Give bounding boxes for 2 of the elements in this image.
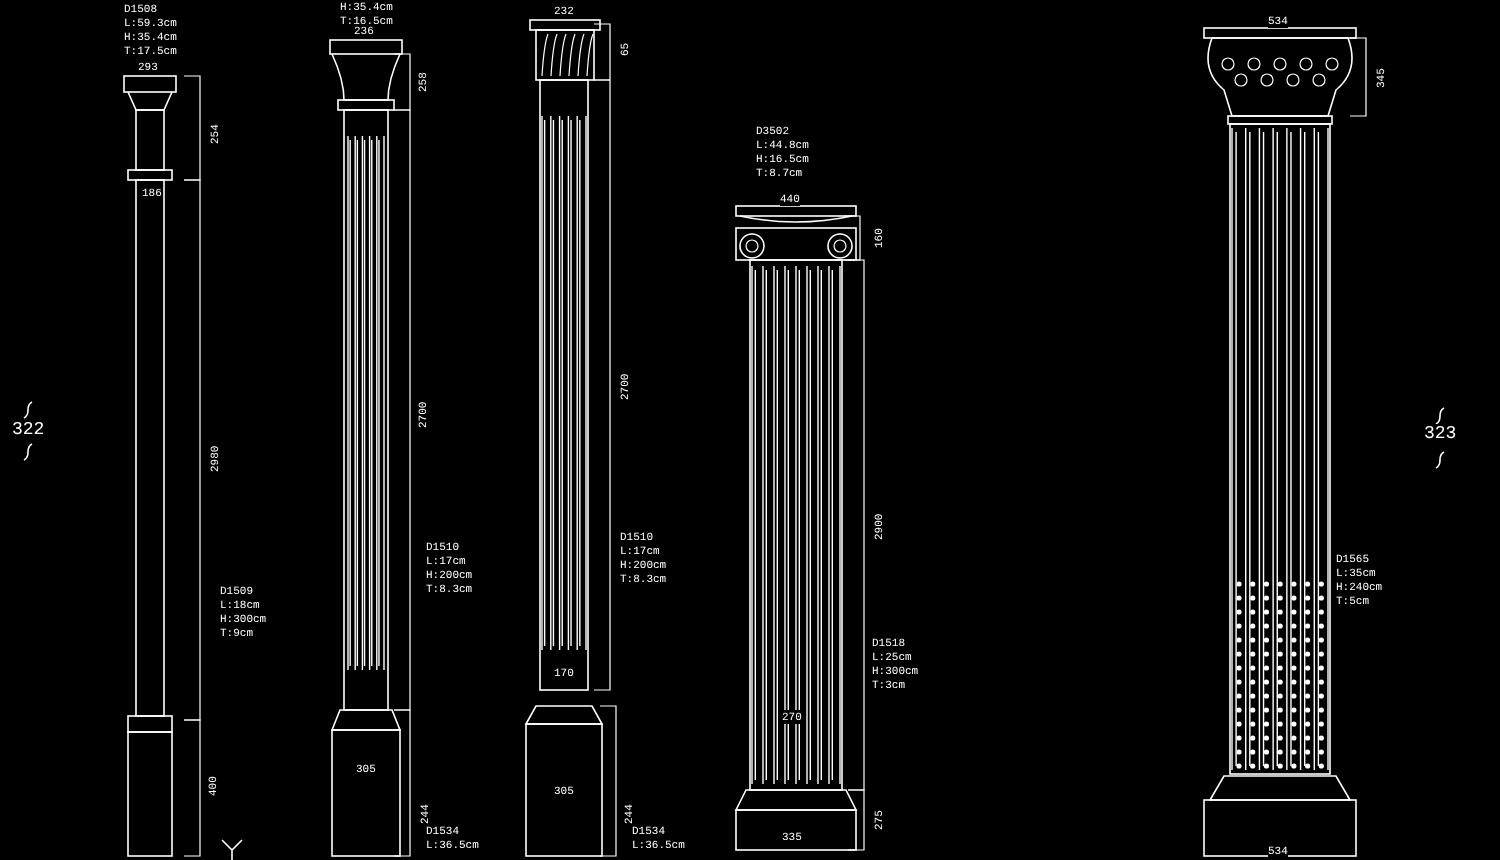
dimension-text: 323	[1424, 424, 1457, 444]
dimension-text: 322	[12, 420, 45, 440]
